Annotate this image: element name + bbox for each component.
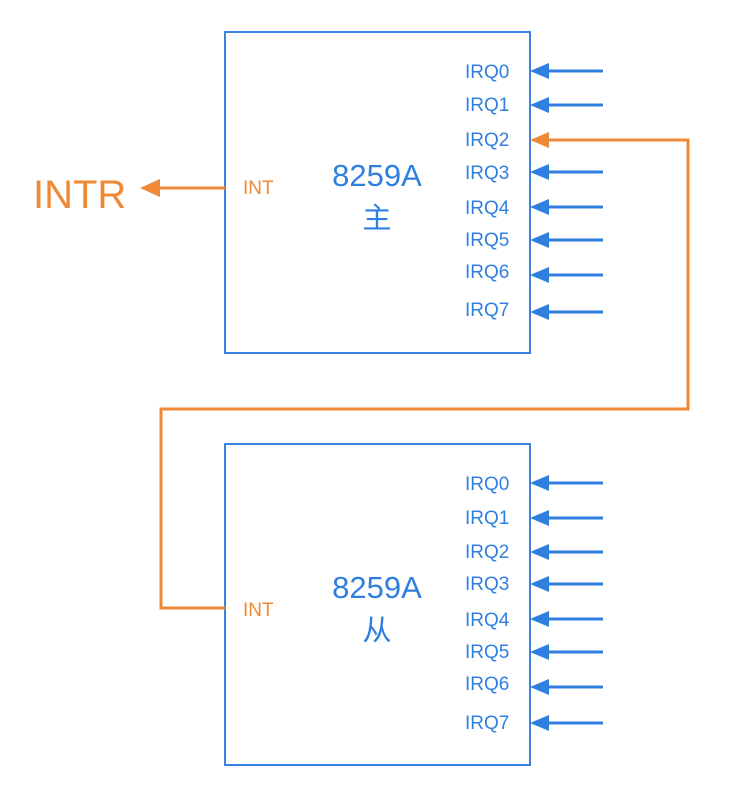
intr-label: INTR: [33, 173, 126, 217]
slave-irq2-label: IRQ2: [465, 542, 509, 563]
master-irq6-arrow: [530, 267, 603, 283]
slave-irq7-arrow: [530, 715, 603, 731]
slave-irq5-label: IRQ5: [465, 642, 509, 663]
intr-arrow-head: [140, 179, 160, 197]
cascade-connection: [159, 132, 690, 610]
master-irq3-arrow: [530, 164, 603, 180]
master-int-label: INT: [243, 178, 274, 199]
master-irq-labels: IRQ0 IRQ1 IRQ2 IRQ3 IRQ4 IRQ5 IRQ6 IRQ7: [465, 62, 510, 321]
master-irq-arrows: [530, 63, 603, 320]
slave-irq3-label: IRQ3: [465, 574, 509, 595]
master-irq5-label: IRQ5: [465, 230, 509, 251]
slave-irq6-label: IRQ6: [465, 674, 509, 695]
slave-int-label: INT: [243, 600, 274, 621]
slave-irq4-arrow: [530, 611, 603, 627]
master-irq5-arrow: [530, 232, 603, 248]
slave-irq6-arrow: [530, 679, 603, 695]
slave-irq0-arrow: [530, 475, 603, 491]
slave-irq3-arrow: [530, 576, 603, 592]
master-irq2-label: IRQ2: [465, 130, 509, 151]
master-chip-role: 主: [362, 201, 391, 235]
master-irq1-arrow: [530, 97, 603, 113]
master-irq0-arrow: [530, 63, 603, 79]
cascade-wire: [159, 138, 690, 610]
slave-irq7-label: IRQ7: [465, 713, 509, 734]
master-chip: 8259A 主 INT IRQ0 IRQ1 IRQ2 IRQ3 IRQ4 IRQ…: [224, 31, 603, 354]
cascade-arrow-head: [530, 132, 549, 148]
master-chip-name: 8259A: [332, 158, 422, 193]
master-irq7-label: IRQ7: [465, 300, 509, 321]
slave-irq5-arrow: [530, 644, 603, 660]
slave-irq-labels: IRQ0 IRQ1 IRQ2 IRQ3 IRQ4 IRQ5 IRQ6 IRQ7: [465, 474, 510, 734]
master-irq7-arrow: [530, 304, 603, 320]
master-irq4-arrow: [530, 199, 603, 215]
slave-chip: 8259A 从 INT IRQ0 IRQ1 IRQ2 IRQ3 IRQ4 IRQ…: [224, 443, 603, 766]
slave-chip-role: 从: [362, 613, 391, 647]
master-irq0-label: IRQ0: [465, 62, 509, 83]
slave-irq1-arrow: [530, 510, 603, 526]
master-chip-box: [224, 31, 531, 354]
slave-irq2-arrow: [530, 544, 603, 560]
slave-irq1-label: IRQ1: [465, 508, 509, 529]
master-irq6-label: IRQ6: [465, 262, 509, 283]
slave-irq0-label: IRQ0: [465, 474, 509, 495]
intr-output: INTR: [33, 173, 225, 217]
slave-chip-box: [224, 443, 531, 766]
master-irq4-label: IRQ4: [465, 198, 510, 219]
master-irq1-label: IRQ1: [465, 95, 509, 116]
slave-chip-name: 8259A: [332, 570, 422, 605]
slave-irq4-label: IRQ4: [465, 610, 510, 631]
slave-irq-arrows: [530, 475, 603, 731]
master-irq3-label: IRQ3: [465, 163, 509, 184]
